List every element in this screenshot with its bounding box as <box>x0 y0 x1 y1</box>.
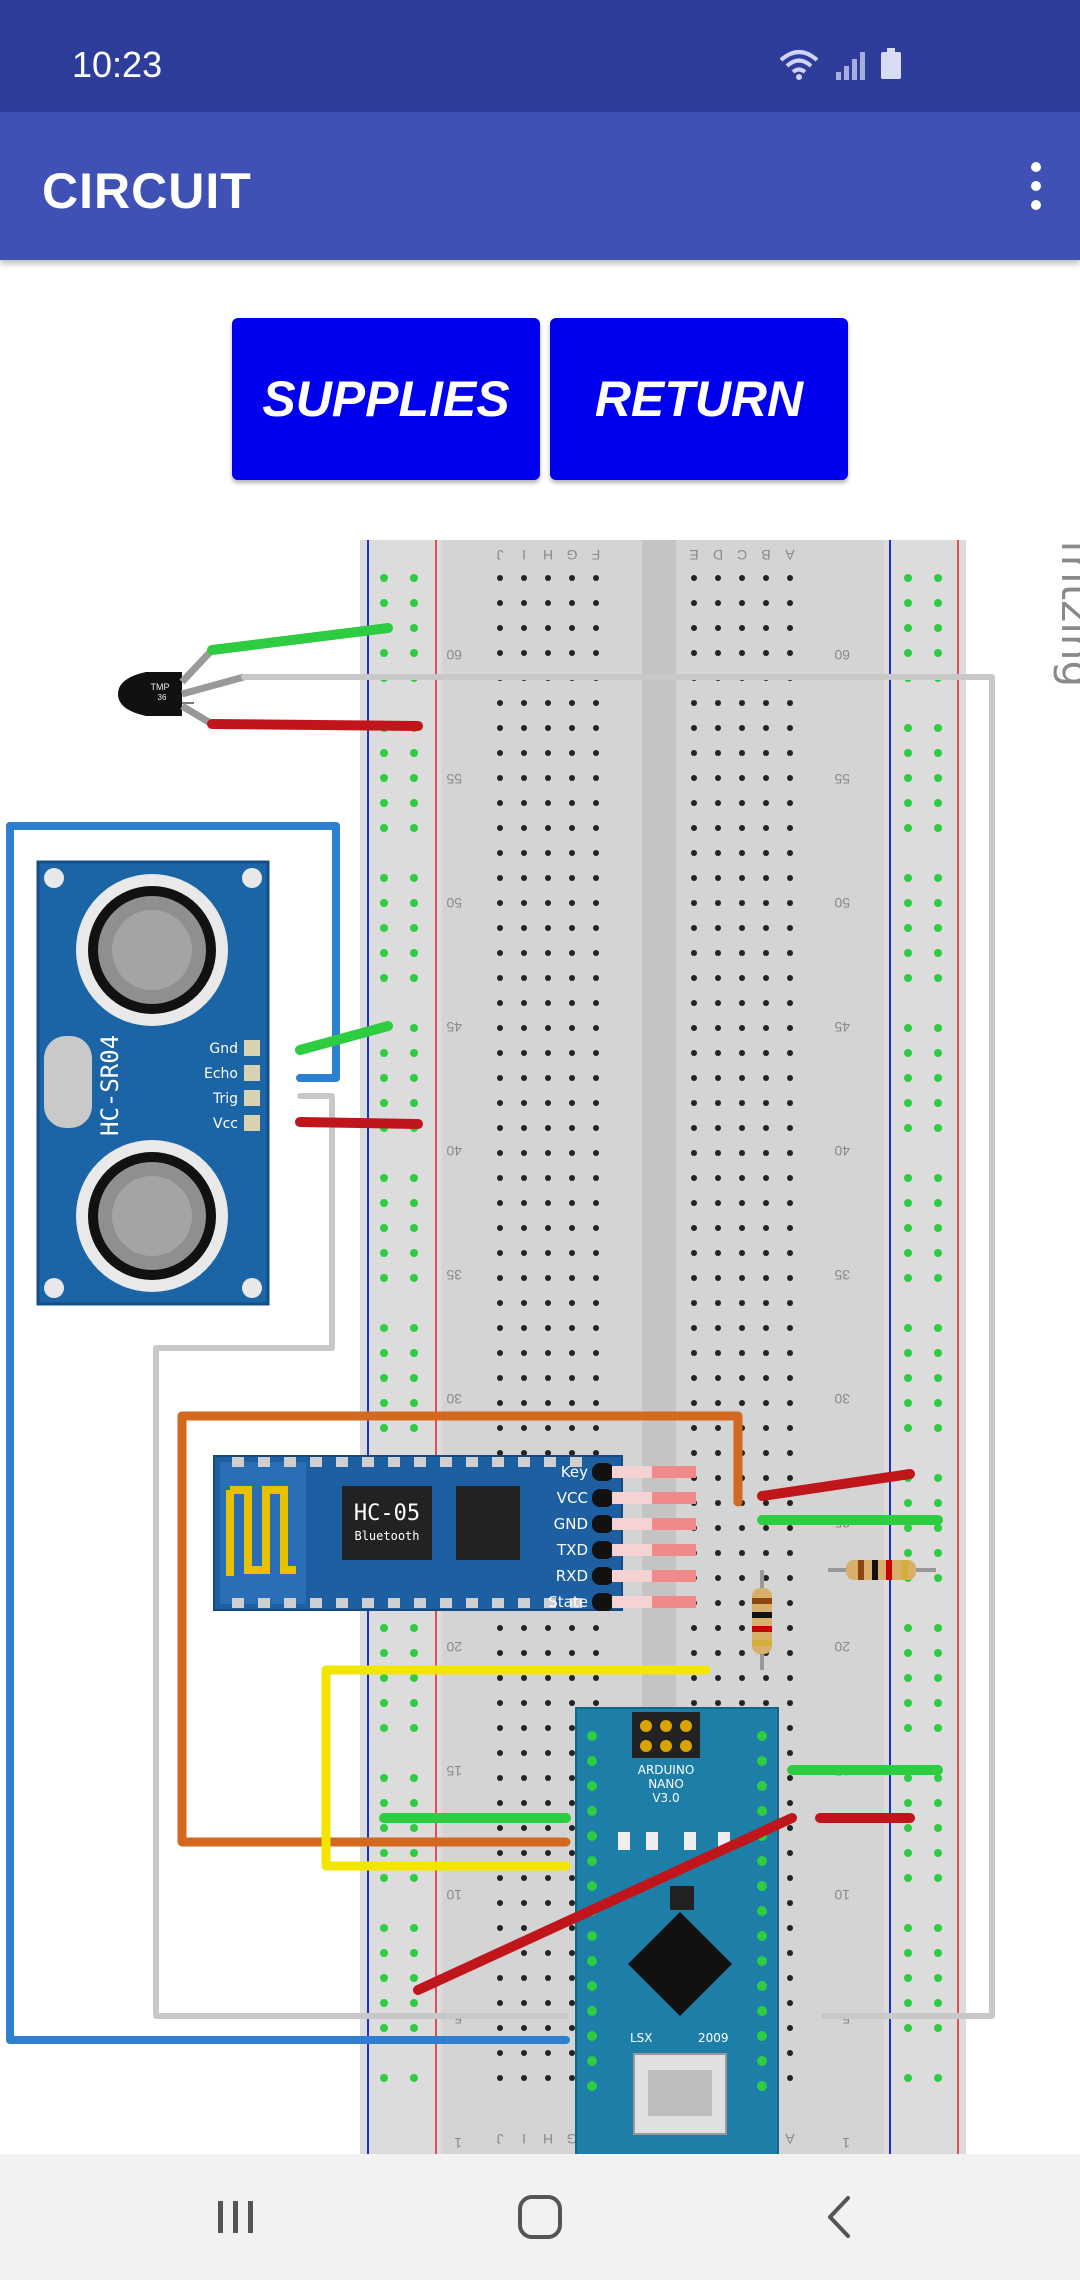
column-letter: B <box>761 547 770 563</box>
nano-version: V3.0 <box>652 1791 679 1805</box>
status-icons <box>778 48 902 80</box>
resistor-vertical <box>752 1570 772 1670</box>
column-letter: J <box>497 547 504 563</box>
row-number: 50 <box>446 895 462 911</box>
wifi-icon <box>779 50 819 80</box>
ultrasonic-pin <box>244 1040 260 1056</box>
row-number: 35 <box>834 1267 850 1283</box>
row-number: 40 <box>834 1143 850 1159</box>
column-letter: G <box>567 547 578 563</box>
column-letter: F <box>592 547 601 563</box>
row-number: 40 <box>446 1143 462 1159</box>
wires <box>6 623 995 2044</box>
overflow-menu-icon[interactable] <box>1014 158 1058 214</box>
bluetooth-pin-label: RXD <box>556 1567 588 1585</box>
column-letter: G <box>567 2131 578 2147</box>
column-letter: J <box>497 2131 504 2147</box>
ultrasonic-label: HC-SR04 <box>96 1035 124 1136</box>
nano-footer: LSX <box>630 2031 653 2045</box>
ultrasonic-pin-label: Echo <box>204 1066 238 1082</box>
home-icon[interactable] <box>500 2180 580 2254</box>
row-number: 15 <box>446 1763 462 1779</box>
row-number: 10 <box>834 1887 850 1903</box>
ultrasonic-pin <box>244 1115 260 1131</box>
recents-icon[interactable] <box>196 2180 276 2254</box>
bluetooth-pin <box>592 1489 614 1507</box>
nano-subtitle: NANO <box>648 1777 684 1791</box>
column-letter: A <box>785 547 795 563</box>
row-number: 45 <box>446 1019 462 1035</box>
row-number: 55 <box>834 771 850 787</box>
temperature-sensor: TMP 36 <box>118 647 245 728</box>
bluetooth-label: HC-05 <box>354 1501 420 1526</box>
row-number: 45 <box>834 1019 850 1035</box>
bluetooth-pin <box>592 1463 614 1481</box>
bluetooth-pin-label: Key <box>561 1463 588 1481</box>
row-number: 20 <box>446 1639 462 1655</box>
row-number: 1 <box>842 2135 850 2151</box>
supplies-button[interactable]: SUPPLIES <box>232 318 540 480</box>
navigation-bar <box>0 2154 1080 2280</box>
column-letter: I <box>522 547 526 563</box>
bluetooth-pin-label: TXD <box>556 1541 588 1559</box>
column-letter: C <box>737 547 747 563</box>
column-letter: H <box>543 2131 553 2147</box>
row-number: 30 <box>446 1391 462 1407</box>
app-bar: CIRCUIT <box>0 112 1080 260</box>
bluetooth-pin-label: GND <box>554 1515 588 1533</box>
row-number: 35 <box>446 1267 462 1283</box>
nano-year: 2009 <box>698 2031 729 2045</box>
fritzing-watermark: fritzing <box>1052 540 1080 687</box>
row-number: 60 <box>834 647 850 663</box>
ultrasonic-pin-label: Vcc <box>213 1116 238 1132</box>
return-button[interactable]: RETURN <box>550 318 848 480</box>
nano-title: ARDUINO <box>638 1763 695 1777</box>
svg-text:36: 36 <box>158 693 167 702</box>
bluetooth-pin <box>592 1515 614 1533</box>
row-number: 60 <box>446 647 462 663</box>
bluetooth-pin <box>592 1593 614 1611</box>
ultrasonic-pin-label: Gnd <box>209 1041 238 1057</box>
bluetooth-sublabel: Bluetooth <box>354 1529 419 1543</box>
back-icon[interactable] <box>800 2180 880 2254</box>
row-number: 50 <box>834 895 850 911</box>
bluetooth-pin-label: VCC <box>557 1489 588 1507</box>
column-letter: E <box>689 547 698 563</box>
column-letter: D <box>713 547 723 563</box>
status-time: 10:23 <box>72 44 163 85</box>
resistor-horizontal <box>828 1560 936 1580</box>
breadboard-holes <box>380 574 942 2082</box>
row-number: 10 <box>446 1887 462 1903</box>
ultrasonic-pin-label: Trig <box>212 1091 238 1107</box>
arduino-nano: ARDUINO NANO V3.0 LSX 2009 <box>575 1707 779 2154</box>
svg-text:TMP: TMP <box>151 682 170 692</box>
row-number: 30 <box>834 1391 850 1407</box>
status-bar: 10:23 <box>0 0 1080 112</box>
row-number: 20 <box>834 1639 850 1655</box>
ultrasonic-pin <box>244 1065 260 1081</box>
signal-icon <box>836 52 865 80</box>
bluetooth-pin-label: State <box>548 1593 588 1611</box>
battery-icon <box>881 48 901 79</box>
bluetooth-pin <box>592 1567 614 1585</box>
ultrasonic-pin <box>244 1090 260 1106</box>
app-title: CIRCUIT <box>42 163 252 219</box>
row-number: 55 <box>446 771 462 787</box>
bluetooth-pin <box>592 1541 614 1559</box>
column-letter: A <box>785 2131 795 2147</box>
column-letter: I <box>522 2131 526 2147</box>
column-letter: H <box>543 547 553 563</box>
row-number: 1 <box>454 2135 462 2151</box>
